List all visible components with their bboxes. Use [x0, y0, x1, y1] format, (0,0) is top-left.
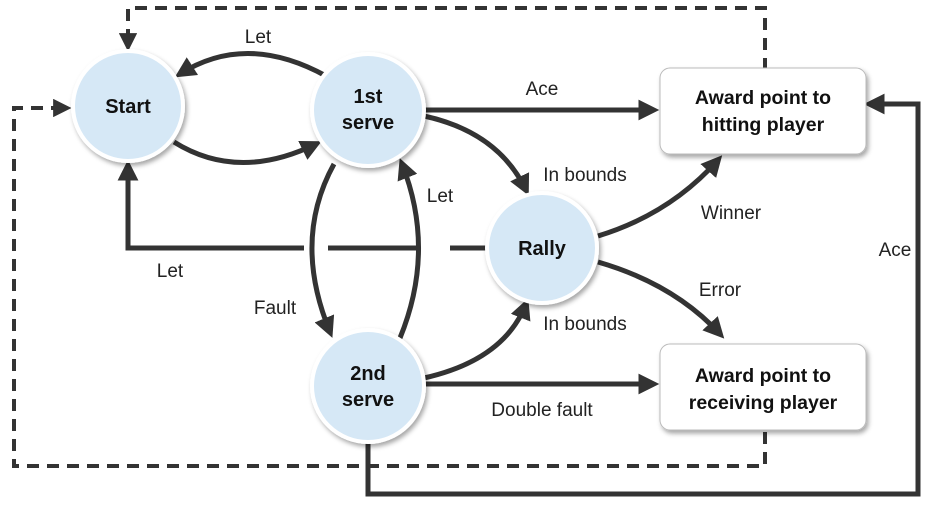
node-award-hitting-line2: hitting player [702, 114, 825, 136]
edge-first-to-rally [423, 113, 530, 196]
edge-rally-to-hitting-winner [597, 155, 723, 239]
node-start: Start [71, 49, 185, 163]
dashed-return-top [118, 6, 767, 70]
edge-label-in-bounds-top: In bounds [543, 165, 626, 186]
edge-label-double-fault: Double fault [491, 400, 593, 421]
node-rally-label: Rally [518, 238, 567, 260]
node-first-serve-line2: serve [342, 112, 394, 134]
edge-label-ace-right: Ace [879, 240, 912, 261]
edge-label-let-top: Let [245, 27, 272, 48]
edge-label-let-middle: Let [427, 186, 454, 207]
node-award-hitting: Award point to hitting player [659, 67, 867, 155]
edge-first-to-start-let [174, 51, 328, 79]
node-second-serve: 2nd serve [310, 328, 426, 444]
edge-label-fault: Fault [254, 298, 297, 319]
node-award-hitting-line1: Award point to [695, 87, 831, 109]
node-second-serve-line1: 2nd [350, 363, 386, 385]
node-start-label: Start [105, 96, 151, 118]
dashed-return-bottom [12, 98, 767, 468]
edge-start-to-first [172, 139, 322, 165]
node-award-receiving-line1: Award point to [695, 365, 831, 387]
node-award-receiving: Award point to receiving player [659, 343, 867, 431]
edge-second-to-hitting-ace [365, 93, 921, 497]
edge-label-winner: Winner [701, 203, 762, 224]
edge-second-to-rally [423, 298, 531, 381]
edge-label-let-left: Let [157, 261, 184, 282]
edge-first-to-second-fault [309, 162, 337, 338]
edge-rally-to-start-let [128, 166, 488, 251]
node-first-serve: 1st serve [310, 52, 426, 168]
node-second-serve-line2: serve [342, 389, 394, 411]
edge-label-in-bounds-bottom: In bounds [543, 314, 626, 335]
edge-rally-to-receiving-error [597, 259, 725, 339]
edge-label-error: Error [699, 280, 742, 301]
edge-second-to-first-let [397, 158, 421, 339]
node-first-serve-line1: 1st [354, 86, 383, 108]
edge-label-ace-top: Ace [526, 79, 559, 100]
node-award-receiving-line2: receiving player [689, 392, 838, 414]
node-rally: Rally [485, 191, 599, 305]
